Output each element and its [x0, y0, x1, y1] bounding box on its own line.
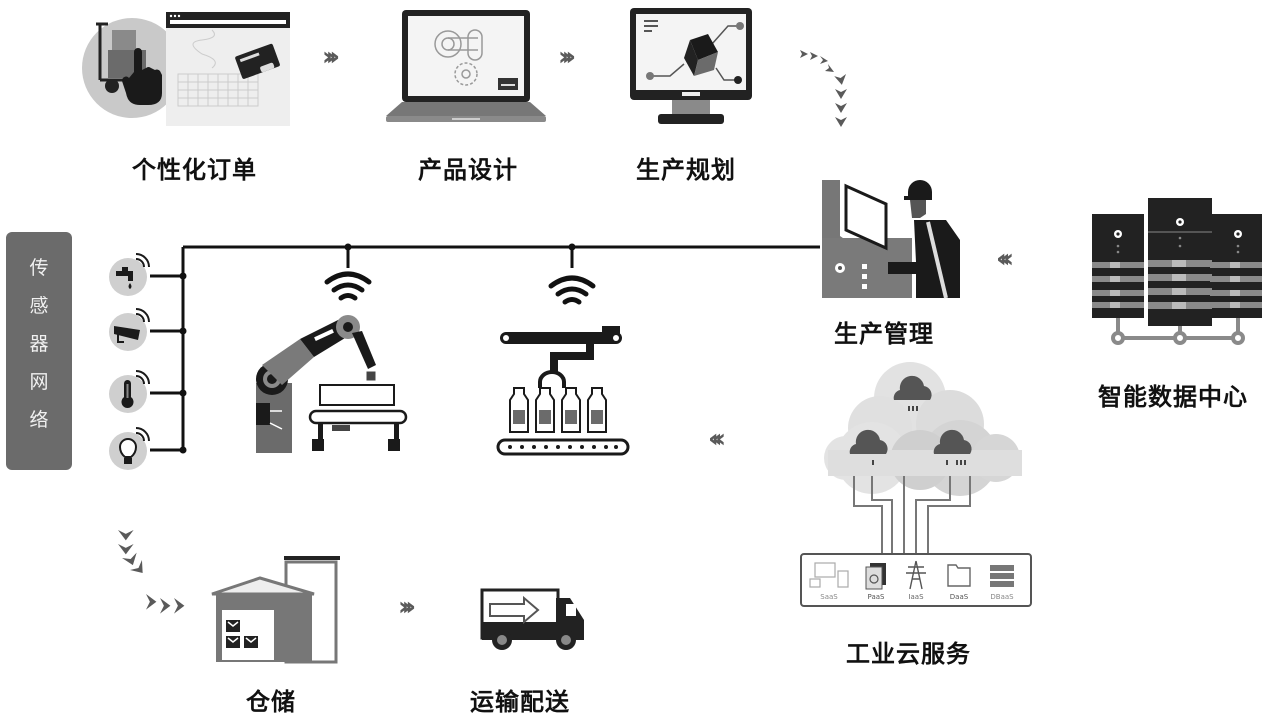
- node-label-order: 个性化订单: [132, 156, 257, 184]
- service-label-dbaas: DBaaS: [990, 593, 1014, 601]
- node-label-datacenter: 智能数据中心: [1098, 383, 1248, 411]
- daas-folder-icon: [947, 564, 971, 587]
- service-label-daas: DaaS: [950, 593, 969, 601]
- paas-icon: [865, 563, 886, 590]
- lightbulb-sensor-icon: [109, 427, 150, 470]
- dbaas-server-icon: [990, 565, 1014, 587]
- arrow-left-icon: ‹‹‹: [708, 424, 726, 454]
- arrow-curve-down-icon: [800, 50, 847, 127]
- monitor-cube-icon: [630, 8, 752, 124]
- node-label-management: 生产管理: [834, 320, 934, 348]
- cloud-services-box: SaaS PaaS IaaS DaaS DBaaS: [800, 553, 1032, 607]
- node-label-cloud: 工业云服务: [846, 640, 971, 668]
- sensor-network-char: 传: [29, 257, 49, 279]
- arrow-right-icon: ›››: [398, 592, 416, 622]
- sensor-network-panel: 传 感 器 网 络: [6, 232, 72, 470]
- server-datacenter-icon: [1092, 198, 1262, 345]
- service-label-iaas: IaaS: [908, 593, 924, 601]
- node-label-delivery: 运输配送: [470, 688, 570, 716]
- sensor-network-char: 网: [29, 371, 49, 393]
- sensor-network-char: 络: [29, 409, 49, 431]
- laptop-design-icon: [386, 10, 546, 122]
- arrow-curve-right-icon: [118, 530, 185, 614]
- service-label-saas: SaaS: [820, 593, 838, 601]
- wifi-icon: [324, 271, 372, 301]
- thermometer-sensor-icon: [109, 370, 150, 413]
- robot-arm-icon: [256, 315, 408, 453]
- shopping-cart-hand-icon: [82, 12, 290, 126]
- node-label-design: 产品设计: [418, 156, 518, 184]
- delivery-truck-icon: [480, 588, 584, 650]
- faucet-sensor-icon: [109, 253, 150, 296]
- operator-console-icon: [822, 180, 960, 299]
- bottling-line-icon: [496, 326, 630, 456]
- service-label-paas: PaaS: [868, 593, 885, 601]
- warehouse-icon: [211, 556, 340, 664]
- sensor-network-char: 感: [29, 295, 49, 317]
- cloud-cluster-icon: [824, 362, 1022, 554]
- node-label-planning: 生产规划: [636, 156, 736, 184]
- camera-sensor-icon: [109, 308, 150, 351]
- arrow-left-icon: ‹‹‹: [996, 244, 1014, 274]
- node-label-storage: 仓储: [246, 688, 296, 716]
- iaas-tower-icon: [906, 560, 926, 590]
- saas-icon: [809, 562, 849, 588]
- sensor-network-char: 器: [29, 333, 49, 355]
- wifi-icon: [548, 275, 596, 305]
